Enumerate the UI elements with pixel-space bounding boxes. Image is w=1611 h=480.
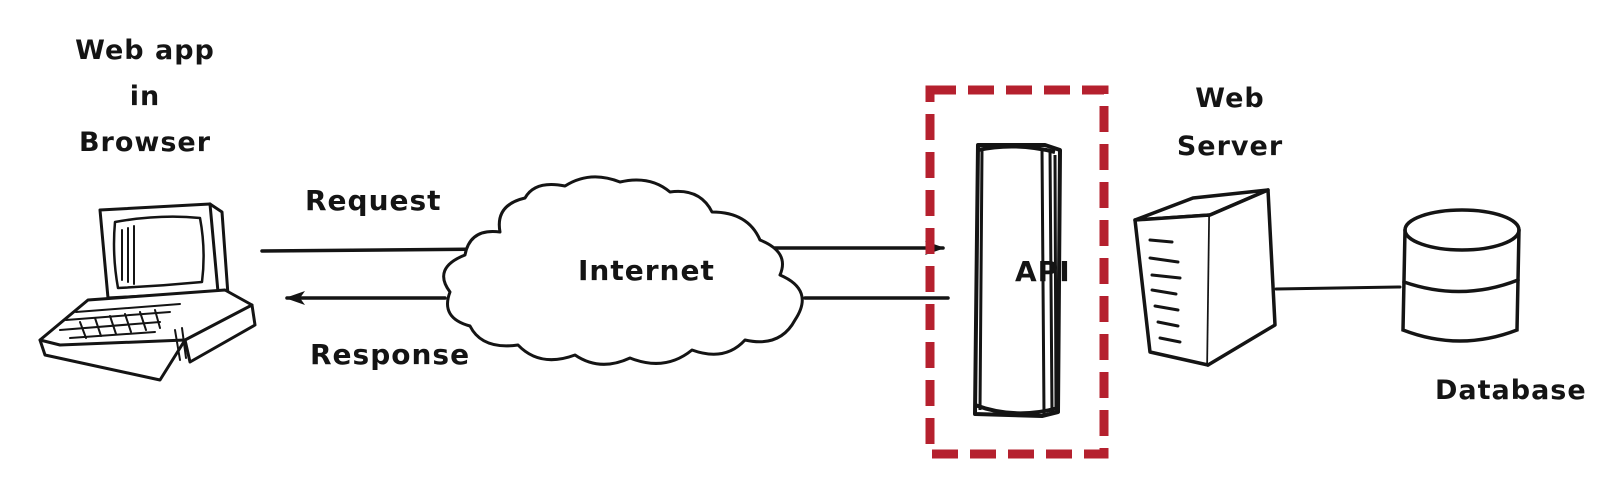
desktop-computer-icon [38, 202, 257, 382]
database-label: Database [1435, 375, 1587, 406]
request-arrow [260, 241, 945, 255]
server-tower-icon [1133, 188, 1277, 367]
browser-label-line-2: in [129, 81, 161, 112]
api-highlight-box [925, 85, 1109, 459]
browser-label-line-3: Browser [78, 127, 212, 158]
browser-label: Web app in Browser [65, 28, 225, 166]
response-label: Response [310, 338, 471, 371]
internet-label: Internet [578, 254, 715, 287]
database-cylinder-icon [1401, 208, 1521, 343]
cloud-icon [442, 175, 804, 366]
web-server-label-line-2: Server [1176, 131, 1284, 162]
api-label: API [1015, 255, 1071, 288]
browser-label-line-1: Web app [75, 35, 215, 66]
web-server-label: Web Server [1175, 75, 1285, 171]
server-db-connector [1274, 285, 1402, 291]
request-label: Request [305, 184, 442, 217]
web-server-label-line-1: Web [1195, 83, 1265, 114]
api-pillar [973, 143, 1062, 418]
